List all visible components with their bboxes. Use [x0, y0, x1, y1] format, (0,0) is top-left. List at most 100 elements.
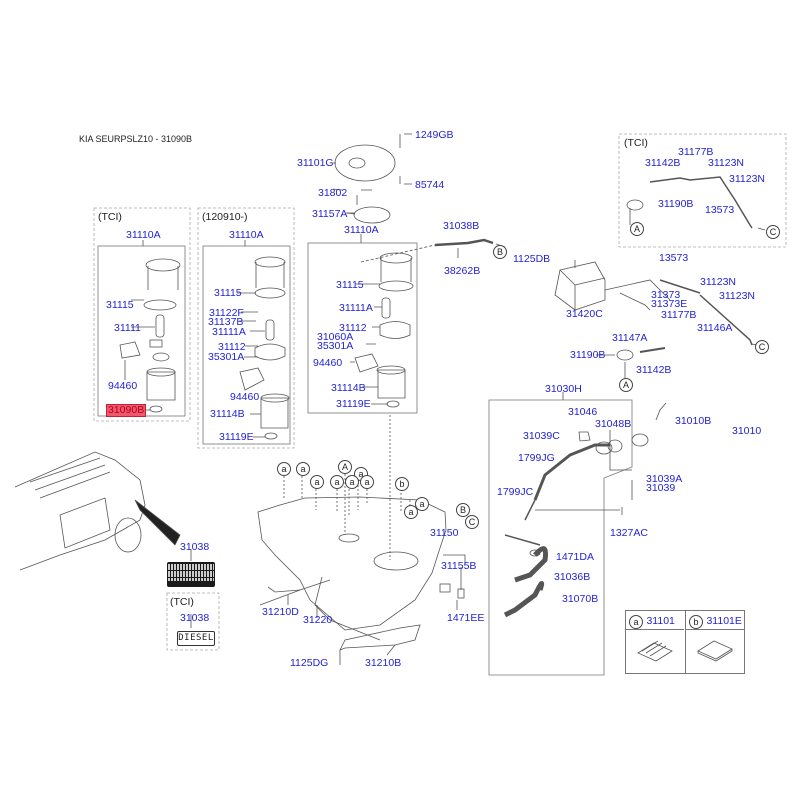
- part-label-38262B[interactable]: 38262B: [444, 265, 481, 277]
- diagram-title: KIA SEURPSLZ10 - 31090B: [79, 134, 193, 144]
- part-label-31157A[interactable]: 31157A: [312, 208, 348, 220]
- part-label-31123N-1[interactable]: 31123N: [700, 276, 737, 288]
- part-label-31155B[interactable]: 31155B: [441, 560, 477, 572]
- legend-key-b: b: [689, 615, 703, 629]
- part-label-31210B[interactable]: 31210B: [365, 657, 402, 669]
- part-label-31150[interactable]: 31150: [430, 527, 459, 539]
- part-label-31090B-highlighted[interactable]: 31090B: [106, 404, 147, 417]
- callout-a-1: a: [277, 462, 291, 476]
- callout-a-6: a: [345, 475, 359, 489]
- part-label-31110A-date[interactable]: 31110A: [229, 229, 264, 241]
- callout-B-tank: B: [456, 503, 470, 517]
- part-label-31114B-main[interactable]: 31114B: [331, 382, 366, 394]
- part-label-1799JG[interactable]: 1799JG: [518, 452, 555, 464]
- part-label-94460-tci[interactable]: 94460: [108, 380, 138, 392]
- part-label-31010B[interactable]: 31010B: [675, 415, 712, 427]
- part-label-31147A[interactable]: 31147A: [612, 332, 648, 344]
- part-label-31030H[interactable]: 31030H: [545, 383, 582, 395]
- part-label-31220[interactable]: 31220: [303, 614, 333, 626]
- callout-a-7: a: [360, 475, 374, 489]
- part-label-31039[interactable]: 31039: [646, 482, 676, 494]
- part-label-31146A[interactable]: 31146A: [697, 322, 733, 334]
- part-label-31110A-main[interactable]: 31110A: [344, 224, 379, 236]
- callout-a-9: a: [404, 505, 418, 519]
- part-label-31142B[interactable]: 31142B: [636, 364, 672, 376]
- part-label-31137B[interactable]: 31137B: [208, 316, 244, 328]
- part-label-31039A[interactable]: 31039A: [646, 473, 683, 485]
- part-label-1471DA[interactable]: 1471DA: [556, 551, 594, 563]
- group-note-tci-pump: (TCI): [98, 211, 122, 223]
- part-label-1249GB[interactable]: 1249GB: [415, 129, 454, 141]
- part-label-31119E-main[interactable]: 31119E: [336, 398, 371, 410]
- callout-C-tank: C: [465, 515, 479, 529]
- part-label-31115-main[interactable]: 31115: [336, 279, 364, 291]
- part-label-31111A-main[interactable]: 31111A: [339, 302, 373, 314]
- part-label-31111A-date[interactable]: 31111A: [212, 326, 246, 338]
- part-label-31142B-tci[interactable]: 31142B: [645, 157, 681, 169]
- group-note-tci-vapor: (TCI): [624, 137, 648, 149]
- part-label-31060A[interactable]: 31060A: [317, 331, 354, 343]
- part-label-1799JC[interactable]: 1799JC: [497, 486, 534, 498]
- callout-b-tank: b: [395, 477, 409, 491]
- part-label-31177B[interactable]: 31177B: [661, 309, 697, 321]
- part-label-31101G[interactable]: 31101G: [297, 157, 334, 169]
- part-label-31123N-tci-2[interactable]: 31123N: [729, 173, 766, 185]
- part-label-31123N-tci-1[interactable]: 31123N: [708, 157, 745, 169]
- legend-part-31101E[interactable]: 31101E: [706, 615, 742, 627]
- part-label-85744[interactable]: 85744: [415, 179, 445, 191]
- fuel-warning-decal: [167, 562, 215, 587]
- group-note-tci-label: (TCI): [170, 596, 194, 608]
- part-label-1327AC[interactable]: 1327AC: [610, 527, 648, 539]
- part-label-31038-diesel[interactable]: 31038: [180, 612, 210, 624]
- part-label-94460-date[interactable]: 94460: [230, 391, 260, 403]
- part-label-31010[interactable]: 31010: [732, 425, 762, 437]
- part-label-31190B[interactable]: 31190B: [570, 349, 606, 361]
- callout-A-canister: A: [619, 378, 633, 392]
- part-label-31373[interactable]: 31373: [651, 289, 681, 301]
- callout-a-2: a: [296, 462, 310, 476]
- part-label-31210D[interactable]: 31210D: [262, 606, 299, 618]
- callout-C-canister: C: [755, 340, 769, 354]
- part-label-31114B-date[interactable]: 31114B: [210, 408, 245, 420]
- part-label-31119E-date[interactable]: 31119E: [219, 431, 254, 443]
- part-label-13573[interactable]: 13573: [659, 252, 689, 264]
- part-label-31110A-tci[interactable]: 31110A: [126, 229, 161, 241]
- part-label-1471EE[interactable]: 1471EE: [447, 612, 485, 624]
- pad-ribbed-icon: [637, 640, 673, 662]
- part-label-31039C[interactable]: 31039C: [523, 430, 560, 442]
- part-label-31070B[interactable]: 31070B: [562, 593, 599, 605]
- part-label-31048B[interactable]: 31048B: [595, 418, 632, 430]
- legend-key-a: a: [629, 615, 643, 629]
- part-label-31115-tci[interactable]: 31115: [106, 299, 134, 311]
- part-label-31112-date[interactable]: 31112: [218, 341, 246, 353]
- part-label-13573-tci[interactable]: 13573: [705, 204, 735, 216]
- part-label-1125DB[interactable]: 1125DB: [513, 253, 551, 265]
- part-label-31190B-tci[interactable]: 31190B: [658, 198, 694, 210]
- part-label-31177B-tci[interactable]: 31177B: [678, 146, 714, 158]
- part-label-31802[interactable]: 31802: [318, 187, 348, 199]
- callout-a-8: a: [415, 497, 429, 511]
- part-label-94460-main[interactable]: 94460: [313, 357, 343, 369]
- legend-part-31101[interactable]: 31101: [646, 615, 675, 627]
- part-label-31123N-2[interactable]: 31123N: [719, 290, 756, 302]
- part-label-31038-warning[interactable]: 31038: [180, 541, 210, 553]
- part-label-31046[interactable]: 31046: [568, 406, 598, 418]
- part-label-31373E[interactable]: 31373E: [651, 298, 688, 310]
- part-label-35301A-main[interactable]: 35301A: [317, 340, 354, 352]
- pad-flat-icon: [697, 640, 733, 662]
- part-label-31112-main[interactable]: 31112: [339, 322, 367, 334]
- callout-C-tci: C: [766, 225, 780, 239]
- part-label-31122F[interactable]: 31122F: [209, 307, 244, 319]
- part-label-31115-date[interactable]: 31115: [214, 287, 242, 299]
- part-label-31038B[interactable]: 31038B: [443, 220, 480, 232]
- callout-A-tci: A: [630, 222, 644, 236]
- part-label-31111-tci[interactable]: 31111: [114, 322, 141, 334]
- part-label-1125DG[interactable]: 1125DG: [290, 657, 329, 669]
- legend-item-b: b 31101E: [685, 611, 744, 673]
- legend-item-a: a 31101: [626, 611, 684, 673]
- callout-a-3: a: [310, 475, 324, 489]
- part-label-31420C[interactable]: 31420C: [566, 308, 603, 320]
- part-label-31036B[interactable]: 31036B: [554, 571, 591, 583]
- part-label-35301A-date[interactable]: 35301A: [208, 351, 245, 363]
